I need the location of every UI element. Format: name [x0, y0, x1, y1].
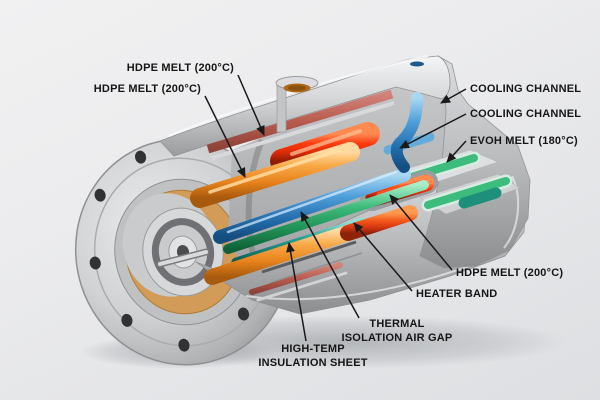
air-gap-slot-edge [269, 252, 363, 284]
leader-heater [353, 222, 413, 292]
label-hightemp-line2: INSULATION SHEET [258, 357, 367, 369]
label-heater-band: HEATER BAND [416, 288, 497, 300]
leader-cooling1 [440, 88, 467, 104]
nozzle-tip [156, 248, 210, 268]
leader-thermal [300, 211, 360, 319]
label-hdpe-melt-top1: HDPE MELT (200°C) [127, 62, 234, 74]
hot-melt-highlight [290, 129, 362, 156]
leader-hdpe-top2 [204, 95, 246, 178]
leader-hdpe-top1 [237, 74, 265, 136]
cooling-tube-highlight [226, 170, 398, 234]
label-evoh-melt: EVOH MELT (180°C) [470, 135, 578, 147]
leader-hightemp [286, 242, 307, 342]
leader-hdpe-right [389, 194, 453, 271]
label-hdpe-melt-right: HDPE MELT (200°C) [456, 267, 563, 279]
air-gap-slot [261, 240, 357, 274]
hot-melt-channel-red [270, 122, 380, 173]
flange-bolt-holes [89, 150, 250, 352]
heater-band-strip-lower [249, 262, 343, 295]
hdpe-inlet-pipe [275, 76, 319, 133]
label-cooling-channel-2: COOLING CHANNEL [470, 108, 581, 120]
label-thermal-line2: ISOLATION AIR GAP [342, 332, 453, 344]
label-thermal-line1: THERMAL [369, 318, 424, 330]
hdpe-melt-tube-upper-highlight [208, 148, 342, 194]
lower-metal-strip [256, 271, 348, 302]
label-cooling-channel-1: COOLING CHANNEL [470, 83, 581, 95]
leader-lines [204, 74, 467, 342]
right-end-highlight [503, 175, 520, 249]
callout-labels: HDPE MELT (200°C) HDPE MELT (200°C) COOL… [94, 62, 581, 369]
label-hightemp-line1: HIGH-TEMP [281, 343, 345, 355]
label-hdpe-melt-top2: HDPE MELT (200°C) [94, 83, 201, 95]
cooling-tube-blue [213, 168, 411, 244]
hdpe-melt-tube-lower [204, 223, 362, 285]
hdpe-melt-tube-upper [190, 142, 360, 208]
leader-cooling2 [399, 113, 467, 149]
leader-evoh [446, 140, 467, 163]
